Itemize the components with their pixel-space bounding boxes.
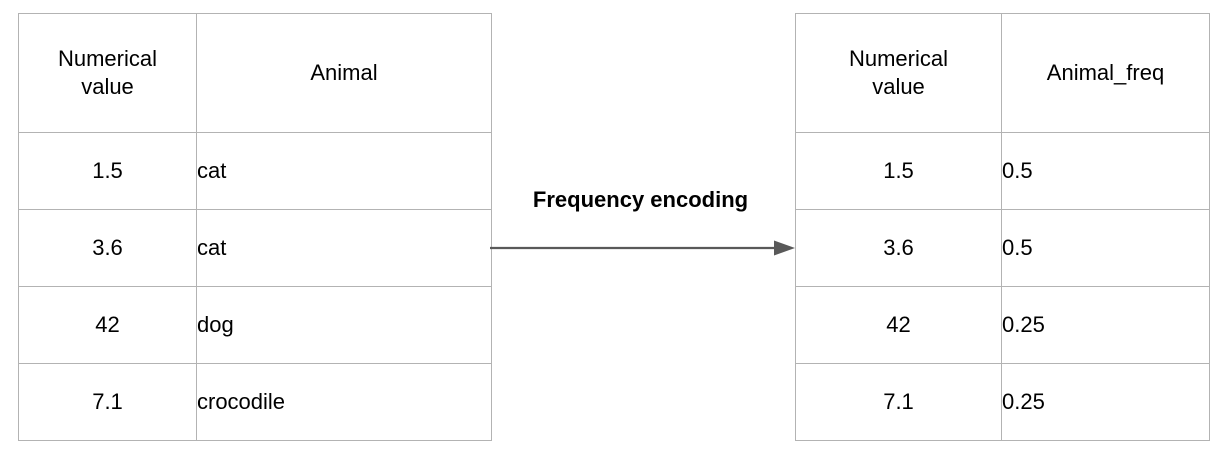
table-header-row: Numerical value Animal <box>18 13 492 133</box>
encoded-cell-freq: 0.5 <box>1001 209 1210 287</box>
encoded-header-animal-freq: Animal_freq <box>1001 13 1210 133</box>
table-row: 3.6 cat <box>18 209 492 287</box>
encoded-cell-freq: 0.25 <box>1001 286 1210 364</box>
source-header-animal: Animal <box>196 13 492 133</box>
table-header-row: Numerical value Animal_freq <box>795 13 1210 133</box>
source-header-numerical-value-line1: Numerical <box>57 46 158 71</box>
table-row: 7.1 0.25 <box>795 363 1210 441</box>
right-arrow-icon <box>490 240 795 256</box>
encoded-cell-freq: 0.5 <box>1001 132 1210 210</box>
source-cell-value: 42 <box>18 286 197 364</box>
table-row: 1.5 0.5 <box>795 132 1210 210</box>
source-cell-animal: cat <box>196 209 492 287</box>
encoded-cell-value: 3.6 <box>795 209 1002 287</box>
source-cell-value: 1.5 <box>18 132 197 210</box>
source-cell-value: 7.1 <box>18 363 197 441</box>
table-row: 1.5 cat <box>18 132 492 210</box>
source-cell-animal: dog <box>196 286 492 364</box>
source-header-numerical-value: Numerical value <box>18 13 197 133</box>
encoded-header-numerical-value-line1: Numerical <box>848 46 949 71</box>
source-cell-animal: cat <box>196 132 492 210</box>
transform-label: Frequency encoding <box>532 187 749 212</box>
source-header-numerical-value-line2: value <box>81 74 134 99</box>
encoded-header-numerical-value: Numerical value <box>795 13 1002 133</box>
source-table: Numerical value Animal 1.5 cat 3.6 cat 4… <box>18 13 492 441</box>
source-cell-value: 3.6 <box>18 209 197 287</box>
encoded-table: Numerical value Animal_freq 1.5 0.5 3.6 … <box>795 13 1210 441</box>
encoded-cell-value: 1.5 <box>795 132 1002 210</box>
encoded-cell-freq: 0.25 <box>1001 363 1210 441</box>
source-header-animal-label: Animal <box>310 60 378 85</box>
table-row: 42 0.25 <box>795 286 1210 364</box>
table-row: 3.6 0.5 <box>795 209 1210 287</box>
transform-arrow-group: Frequency encoding <box>488 186 798 266</box>
table-row: 7.1 crocodile <box>18 363 492 441</box>
encoded-header-numerical-value-line2: value <box>872 74 925 99</box>
table-row: 42 dog <box>18 286 492 364</box>
encoded-header-animal-freq-label: Animal_freq <box>1046 60 1165 85</box>
encoded-cell-value: 42 <box>795 286 1002 364</box>
source-cell-animal: crocodile <box>196 363 492 441</box>
encoded-cell-value: 7.1 <box>795 363 1002 441</box>
